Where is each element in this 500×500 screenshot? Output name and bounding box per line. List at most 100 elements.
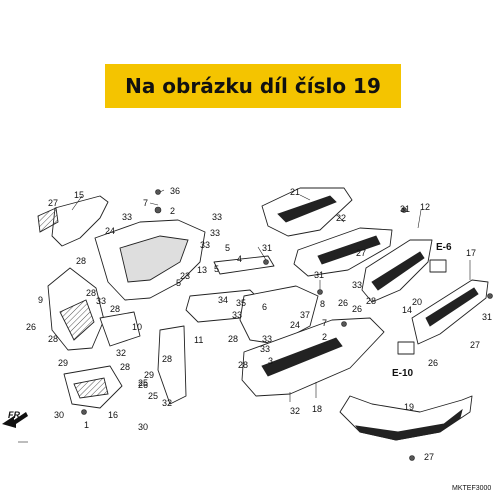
callout-5: 5 xyxy=(176,278,181,288)
callout-28: 28 xyxy=(120,362,130,372)
callout-15: 15 xyxy=(74,190,84,200)
callout-32: 32 xyxy=(116,348,126,358)
part-shape-29-hatch xyxy=(73,377,109,399)
callout-25: 25 xyxy=(148,391,158,401)
callout-13: 13 xyxy=(197,265,207,275)
callout-32: 32 xyxy=(290,406,300,416)
front-direction-label: FR. xyxy=(8,410,23,420)
part-shape-15 xyxy=(51,195,109,247)
callout-31: 31 xyxy=(482,312,492,322)
callout-24: 24 xyxy=(290,320,300,330)
callout-18: 18 xyxy=(312,404,322,414)
callout-3: 3 xyxy=(268,356,273,366)
callout-21: 21 xyxy=(290,187,300,197)
callout-26: 26 xyxy=(428,358,438,368)
callout-33: 33 xyxy=(122,212,132,222)
callout-28: 28 xyxy=(110,304,120,314)
callout-31: 31 xyxy=(314,270,324,280)
part-shape-4 xyxy=(213,255,275,275)
part-shape-9-hatch xyxy=(59,299,95,341)
callout-32: 32 xyxy=(162,398,172,408)
callout-12: 12 xyxy=(420,202,430,212)
callout-29: 29 xyxy=(144,370,154,380)
callout-33: 33 xyxy=(212,212,222,222)
callout-36: 36 xyxy=(170,186,180,196)
part-shape-10 xyxy=(99,311,141,347)
callout-6: 6 xyxy=(262,302,267,312)
callout-5: 5 xyxy=(214,264,219,274)
callout-10: 10 xyxy=(132,322,142,332)
ref-box-e6 xyxy=(429,259,447,273)
callout-29: 29 xyxy=(58,358,68,368)
callout-33: 33 xyxy=(262,334,272,344)
callout-34: 34 xyxy=(218,295,228,305)
callout-11: 11 xyxy=(194,335,203,345)
callout-7: 7 xyxy=(143,198,148,208)
callout-28: 28 xyxy=(86,288,96,298)
title-banner: Na obrázku díl číslo 19 xyxy=(105,64,401,108)
callout-8: 8 xyxy=(320,299,325,309)
bolt-icon xyxy=(317,289,323,295)
callout-1: 1 xyxy=(84,420,89,430)
bolt-icon xyxy=(154,206,162,214)
callout-5: 5 xyxy=(225,243,230,253)
callout-26: 26 xyxy=(338,298,348,308)
part-shape-27-clip xyxy=(37,207,59,233)
part-shape-11 xyxy=(157,325,187,405)
callout-37: 37 xyxy=(300,310,310,320)
title-banner-text: Na obrázku díl číslo 19 xyxy=(125,74,381,98)
front-direction-arrow-icon xyxy=(2,412,28,428)
callout-33: 33 xyxy=(96,296,106,306)
callout-26: 26 xyxy=(352,304,362,314)
leader-lines xyxy=(18,189,471,443)
part-shape-24-inner xyxy=(119,235,189,283)
callout-28: 28 xyxy=(238,360,248,370)
callout-22: 22 xyxy=(336,213,346,223)
callout-33: 33 xyxy=(352,280,362,290)
diagram-code: MKTEF3000 xyxy=(452,485,491,492)
callout-7: 7 xyxy=(322,318,327,328)
ref-box-e10 xyxy=(397,341,415,355)
bolt-icon xyxy=(155,189,161,195)
callout-35: 35 xyxy=(236,298,246,308)
callout-14: 14 xyxy=(402,305,412,315)
callout-23: 23 xyxy=(180,271,190,281)
callout-9: 9 xyxy=(38,295,43,305)
callout-26: 26 xyxy=(26,322,36,332)
callout-26: 26 xyxy=(138,380,148,390)
part-shape-19-dark xyxy=(355,408,463,441)
part-shape-22-stripe xyxy=(317,235,381,265)
ref-label-e10: E-10 xyxy=(392,368,414,379)
callout-33: 33 xyxy=(260,344,270,354)
callout-31: 31 xyxy=(262,243,272,253)
bolt-icon xyxy=(487,293,493,299)
callout-25: 25 xyxy=(138,378,148,388)
callout-16: 16 xyxy=(108,410,118,420)
callout-27: 27 xyxy=(48,198,58,208)
part-shape-24-frame xyxy=(94,219,206,301)
callout-27: 27 xyxy=(356,248,366,258)
bolt-icon xyxy=(81,409,87,415)
callout-30: 30 xyxy=(138,422,148,432)
callout-24: 24 xyxy=(105,226,115,236)
bolt-icon xyxy=(263,259,269,265)
callout-33: 33 xyxy=(232,310,242,320)
part-shape-12-stripe xyxy=(371,251,425,291)
callout-17: 17 xyxy=(466,248,476,258)
part-shape-21-stripe xyxy=(277,195,337,223)
callout-31: 31 xyxy=(400,204,410,214)
callout-2: 2 xyxy=(170,206,175,216)
callout-28: 28 xyxy=(228,334,238,344)
callout-numbers: 36 7 2 33 33 24 15 27 33 28 33 5 4 13 23… xyxy=(26,186,492,462)
callout-27: 27 xyxy=(470,340,480,350)
callout-19: 19 xyxy=(404,402,414,412)
part-shape-18-inner xyxy=(261,337,343,377)
callout-33: 33 xyxy=(200,240,210,250)
callout-28: 28 xyxy=(48,334,58,344)
part-shape-17-stripe xyxy=(425,287,479,327)
bolt-icon xyxy=(341,321,347,327)
callout-28: 28 xyxy=(162,354,172,364)
bolt-icon xyxy=(409,455,415,461)
callout-4: 4 xyxy=(237,254,242,264)
